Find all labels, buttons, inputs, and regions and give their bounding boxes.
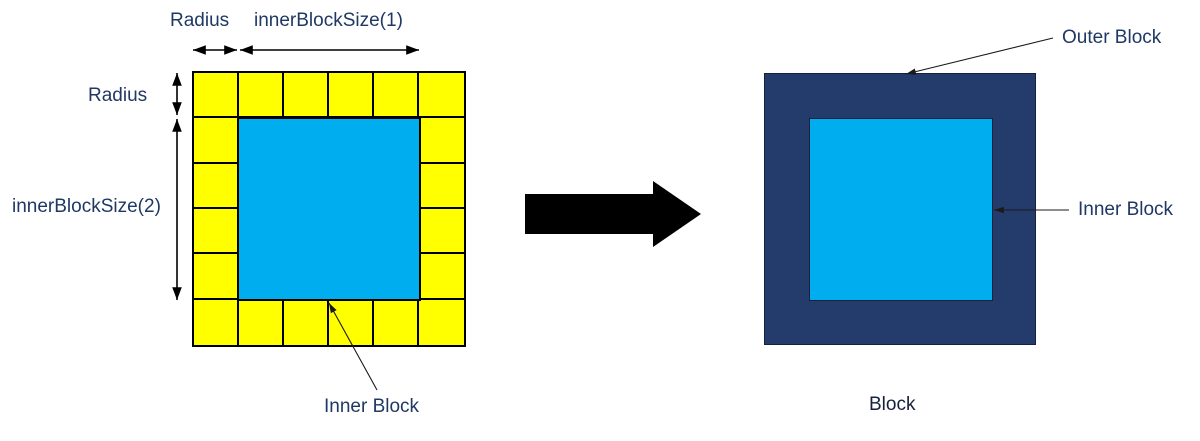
grid-cell: [284, 299, 329, 345]
grid-cell: [419, 254, 464, 300]
grid-cell: [239, 299, 284, 345]
label-block-caption: Block: [869, 394, 916, 415]
grid-cell: [419, 299, 464, 345]
inner-block-region-left: [237, 117, 421, 301]
label-radius-vertical: Radius: [88, 85, 148, 106]
label-radius-horizontal: Radius: [170, 10, 230, 31]
grid-cell: [419, 163, 464, 209]
grid-cell: [374, 73, 419, 119]
grid-cell: [419, 208, 464, 255]
grid-cell: [194, 73, 239, 119]
grid-cell: [419, 118, 464, 164]
transform-arrow: [525, 181, 701, 247]
leader-line-outer-block: [905, 37, 1054, 75]
label-inner-block-callout-left: Inner Block: [324, 396, 420, 417]
grid-cell: [194, 163, 239, 209]
label-inner-block-size-2: innerBlockSize(2): [12, 196, 161, 217]
label-inner-block-size-1: innerBlockSize(1): [254, 10, 403, 31]
grid-cell: [374, 299, 419, 345]
grid-cell: [194, 118, 239, 164]
inner-block-shape: [809, 118, 993, 301]
grid-cell: [194, 299, 239, 345]
label-inner-block-callout-right: Inner Block: [1078, 199, 1174, 220]
label-outer-block-callout: Outer Block: [1062, 27, 1162, 48]
leader-line-inner-block-left: [328, 302, 378, 391]
grid-cell: [419, 73, 464, 119]
